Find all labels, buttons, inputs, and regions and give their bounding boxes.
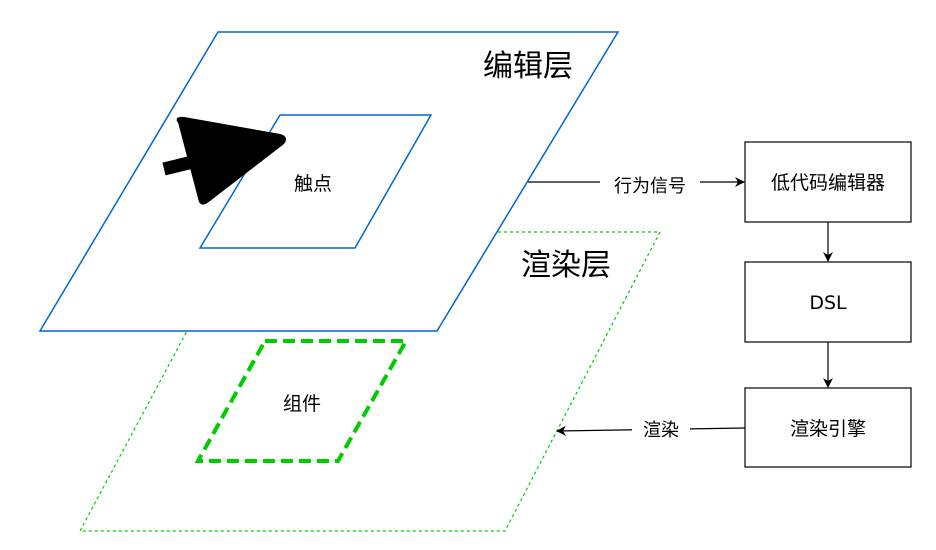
dsl-box — [744, 261, 912, 343]
component-label: 组件 — [283, 393, 321, 415]
touch-point-shape — [198, 114, 433, 249]
render-layer-label: 渲染层 — [521, 248, 611, 283]
low-code-editor-box — [744, 141, 912, 223]
cursor-arrow-icon — [162, 116, 287, 205]
touch-point-label: 触点 — [294, 173, 332, 195]
edit-layer-label: 编辑层 — [483, 49, 573, 84]
component-shape — [194, 339, 410, 463]
dsl-label: DSL — [809, 292, 847, 314]
render-edge-label: 渲染 — [643, 420, 679, 441]
low-code-editor-label: 低代码编辑器 — [771, 172, 885, 194]
behavior-signal-label: 行为信号 — [614, 176, 686, 197]
render-engine-box — [744, 387, 912, 468]
render-engine-label: 渲染引擎 — [790, 418, 866, 440]
